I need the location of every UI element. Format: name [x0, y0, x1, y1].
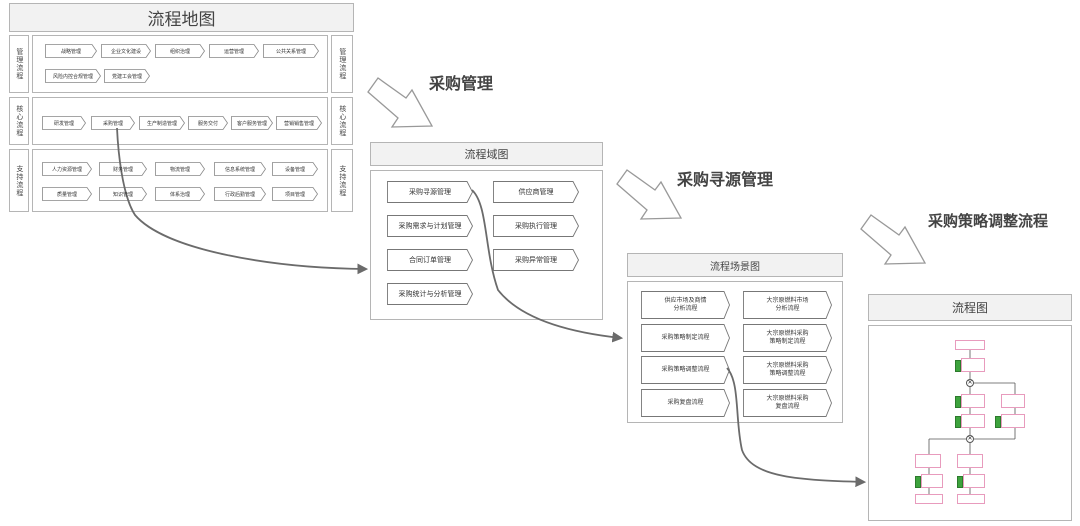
- flow-node[interactable]: [1001, 394, 1025, 408]
- flow-role-marker: [955, 360, 961, 372]
- map-row-management-label-right: 管理流程: [331, 35, 353, 93]
- flow-node[interactable]: [1001, 414, 1025, 428]
- scenario-item-strategy-adjust[interactable]: 采购策略调整流程: [641, 356, 730, 384]
- flowchart-title-bar: 流程图: [868, 294, 1072, 321]
- map-item[interactable]: 战略管理: [45, 44, 97, 58]
- scenario-item[interactable]: 采购策略制定流程: [641, 324, 730, 352]
- map-item[interactable]: 行政后勤管理: [214, 187, 266, 201]
- map-item[interactable]: 设备管理: [272, 162, 318, 176]
- flow-node[interactable]: [915, 454, 941, 468]
- map-row-support-label-right: 支持流程: [331, 149, 353, 212]
- map-item[interactable]: 财务管理: [99, 162, 147, 176]
- map-item-procurement[interactable]: 采购管理: [91, 116, 135, 130]
- map-item[interactable]: 企业文化建设: [101, 44, 151, 58]
- domain-item-sourcing[interactable]: 采购寻源管理: [387, 181, 474, 203]
- scenario-title-bar: 流程场景图: [627, 253, 843, 277]
- strategy-adjust-heading: 采购策略调整流程: [928, 212, 1049, 230]
- flow-role-marker: [955, 416, 961, 428]
- domain-title: 流程域图: [464, 148, 509, 161]
- domain-item[interactable]: 采购执行管理: [493, 215, 580, 237]
- flow-node[interactable]: [921, 474, 943, 488]
- map-item[interactable]: 信息系统管理: [214, 162, 266, 176]
- map-item[interactable]: 客户服务管理: [231, 116, 273, 130]
- map-item[interactable]: 人力资源管理: [42, 162, 92, 176]
- map-item[interactable]: 项目管理: [272, 187, 318, 201]
- scenario-item[interactable]: 采购复盘流程: [641, 389, 730, 417]
- map-item[interactable]: 风险内控合规管理: [45, 69, 101, 83]
- process-map-title: 流程地图: [147, 10, 216, 30]
- flow-role-marker: [995, 416, 1001, 428]
- flow-node[interactable]: [961, 394, 985, 408]
- map-row-management-label-left: 管理流程: [9, 35, 29, 93]
- map-row-support: [32, 149, 328, 212]
- scenario-item[interactable]: 大宗原燃料市场 分析流程: [743, 291, 832, 319]
- map-item[interactable]: 运营管理: [209, 44, 259, 58]
- flow-role-marker: [915, 476, 921, 488]
- map-item[interactable]: 公共关系管理: [263, 44, 319, 58]
- map-row-core-label-left: 核心流程: [9, 97, 29, 145]
- domain-item[interactable]: 供应商管理: [493, 181, 580, 203]
- domain-title-bar: 流程域图: [370, 142, 603, 166]
- scenario-title: 流程场景图: [710, 261, 760, 273]
- scenario-item[interactable]: 大宗原燃料采购 策略制定流程: [743, 324, 832, 352]
- scenario-item[interactable]: 大宗原燃料采购 策略调整流程: [743, 356, 832, 384]
- flow-role-marker: [957, 476, 963, 488]
- map-item[interactable]: 服务交付: [188, 116, 228, 130]
- domain-item[interactable]: 采购需求与计划管理: [387, 215, 474, 237]
- map-item[interactable]: 组织治理: [155, 44, 205, 58]
- scenario-item[interactable]: 大宗原燃料采购 复盘流程: [743, 389, 832, 417]
- flow-node[interactable]: [961, 414, 985, 428]
- domain-item[interactable]: 采购统计与分析管理: [387, 283, 474, 305]
- domain-item[interactable]: 采购异常管理: [493, 249, 580, 271]
- scenario-item[interactable]: 供应市场及商情 分析流程: [641, 291, 730, 319]
- process-map-title-bar: 流程地图: [9, 3, 354, 32]
- flow-role-marker: [955, 396, 961, 408]
- flow-node[interactable]: [961, 358, 985, 372]
- flow-node[interactable]: [957, 454, 983, 468]
- domain-item[interactable]: 合同订单管理: [387, 249, 474, 271]
- flow-node[interactable]: [955, 340, 985, 350]
- map-item[interactable]: 生产制造管理: [139, 116, 185, 130]
- map-item[interactable]: 研发管理: [42, 116, 86, 130]
- flow-gateway-icon: ✕: [966, 379, 974, 387]
- map-item[interactable]: 质量管理: [42, 187, 92, 201]
- map-item[interactable]: 营销销售管理: [276, 116, 322, 130]
- flow-node[interactable]: [963, 474, 985, 488]
- flowchart-title: 流程图: [951, 301, 988, 315]
- flow-node[interactable]: [915, 494, 943, 504]
- map-row-core-label-right: 核心流程: [331, 97, 353, 145]
- map-item[interactable]: 物流管理: [155, 162, 205, 176]
- map-item[interactable]: 知识管理: [99, 187, 147, 201]
- flow-gateway-icon: ✕: [966, 435, 974, 443]
- sourcing-heading: 采购寻源管理: [677, 170, 774, 189]
- map-row-support-label-left: 支持流程: [9, 149, 29, 212]
- map-item[interactable]: 体系治理: [155, 187, 205, 201]
- procurement-heading: 采购管理: [429, 74, 494, 93]
- flow-node[interactable]: [957, 494, 985, 504]
- map-item[interactable]: 党建工会管理: [104, 69, 150, 83]
